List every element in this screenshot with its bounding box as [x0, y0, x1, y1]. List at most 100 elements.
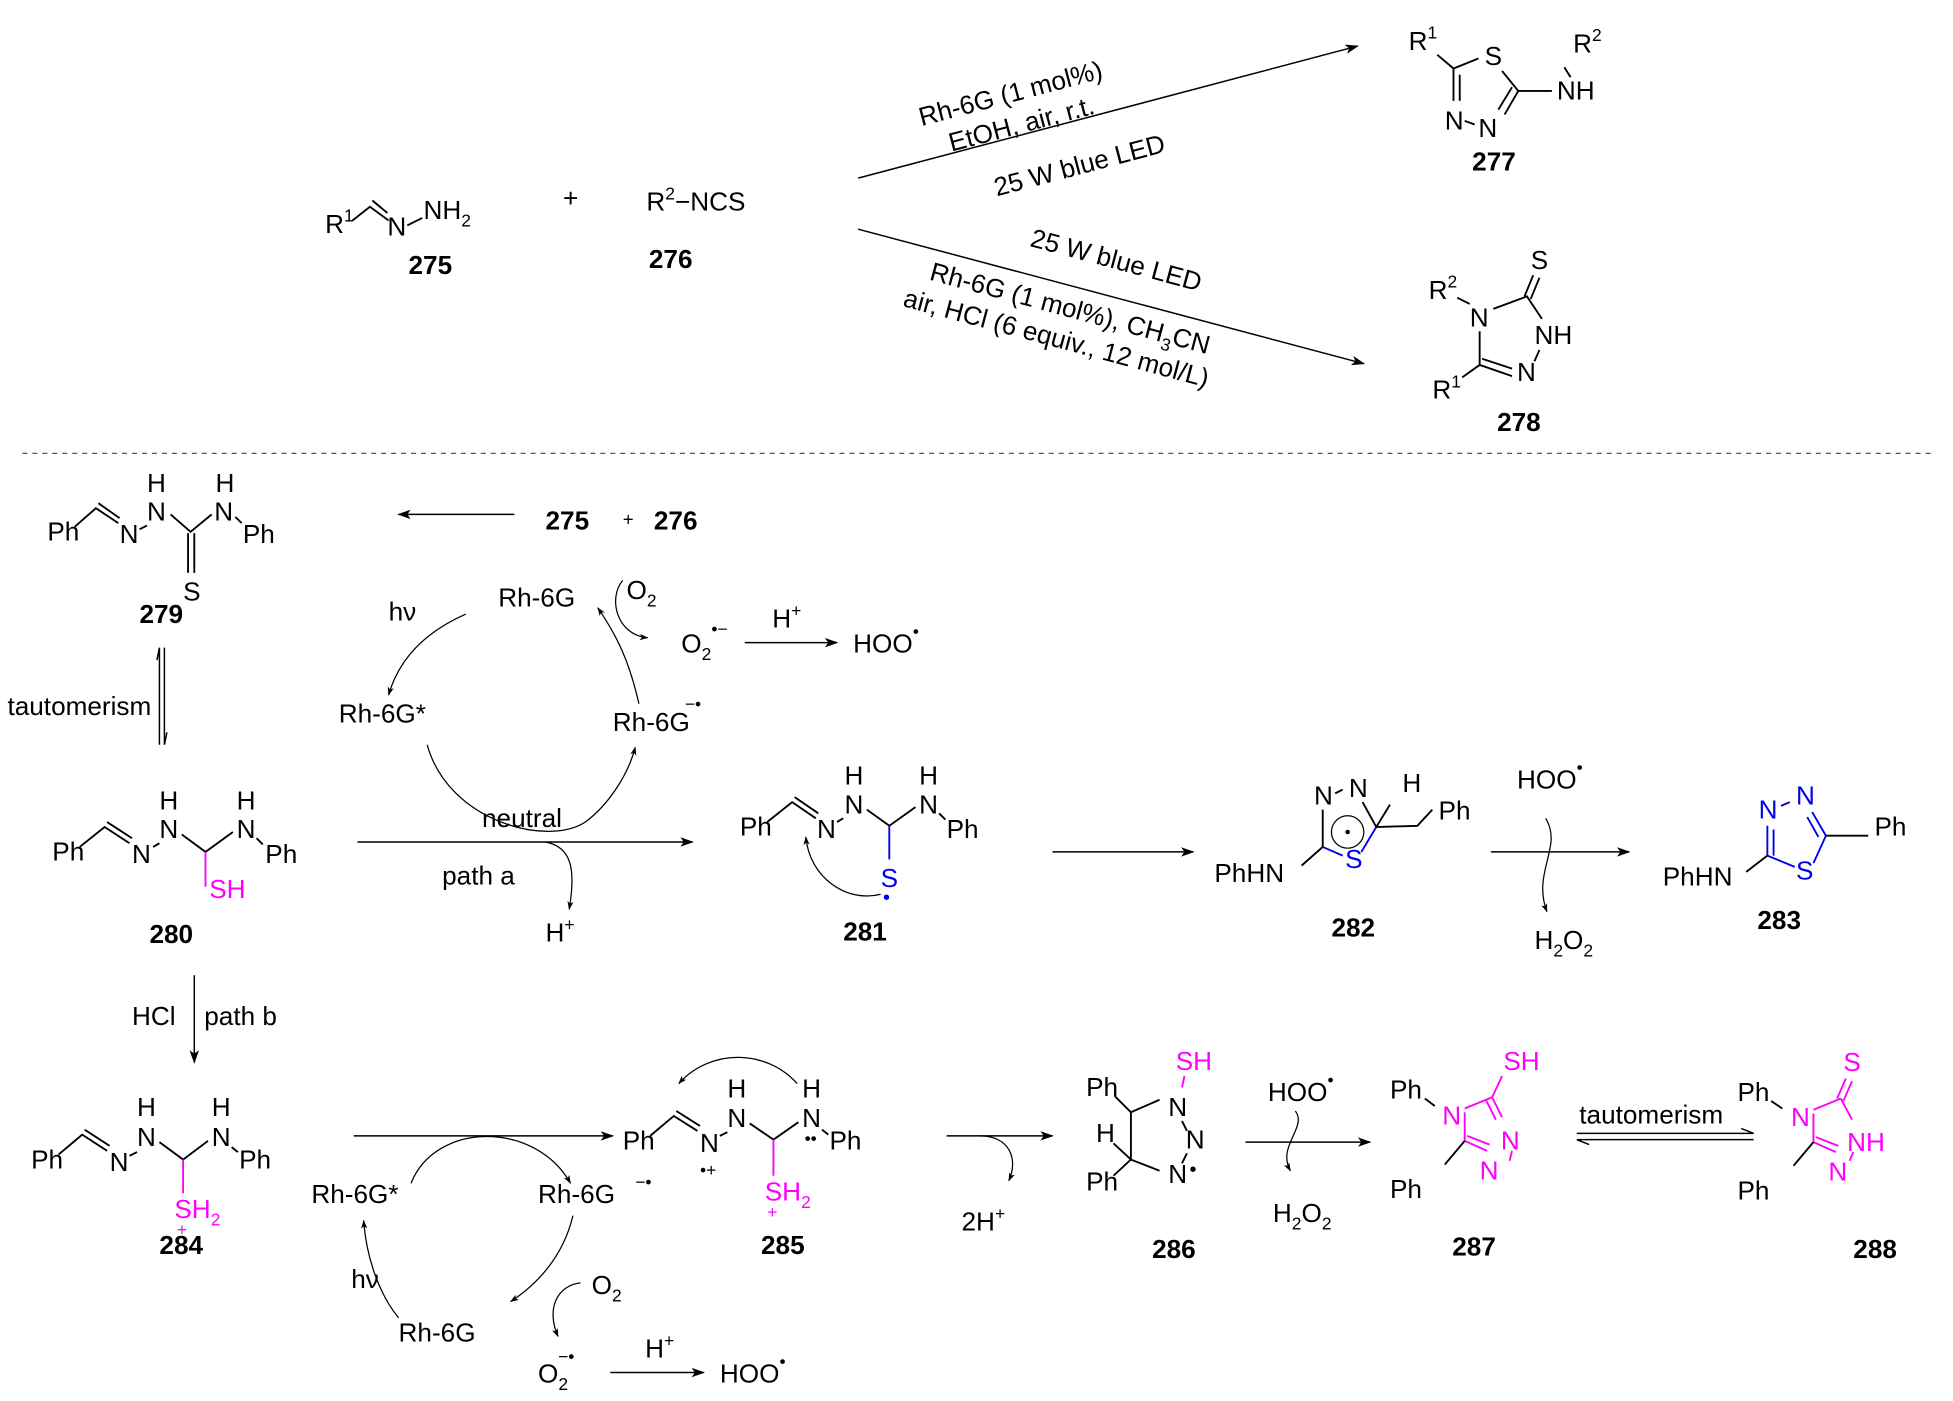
svg-text:S: S — [1345, 844, 1362, 874]
reaction-arrow-to-278 — [857, 228, 1366, 366]
svg-text:N: N — [1168, 1092, 1187, 1122]
svg-text:N: N — [1314, 781, 1333, 811]
compound-label-280: 280 — [149, 919, 193, 949]
svg-text:N: N — [1470, 302, 1489, 332]
h2o2-2: H2O2 — [1273, 1198, 1332, 1233]
svg-text:HOO•: HOO• — [853, 622, 919, 659]
svg-text:N: N — [844, 789, 863, 819]
path-b-label: path b — [204, 1001, 277, 1031]
svg-text:Ph: Ph — [830, 1126, 862, 1156]
svg-text:N: N — [727, 1103, 746, 1133]
svg-text:N: N — [817, 814, 836, 844]
svg-text:NH: NH — [1534, 320, 1572, 350]
conditions-278: 25 W blue LED Rh-6G (1 mol%), CH3CN air,… — [901, 223, 1214, 394]
svg-text:N: N — [1186, 1124, 1205, 1154]
svg-text:Ph: Ph — [1390, 1174, 1422, 1204]
svg-text:N: N — [110, 1147, 129, 1177]
svg-text:−•: −• — [635, 1172, 651, 1192]
svg-text:N: N — [147, 497, 166, 527]
svg-text:H: H — [1402, 768, 1421, 798]
svg-text:Rh-6G−•: Rh-6G−• — [613, 694, 701, 737]
svg-text:N: N — [1501, 1126, 1520, 1156]
svg-text:PhHN: PhHN — [1663, 862, 1733, 892]
svg-text:N: N — [237, 814, 256, 844]
svg-text:Rh-6G: Rh-6G — [498, 583, 575, 613]
compound-label-275: 275 — [409, 250, 453, 280]
svg-text:H: H — [802, 1073, 821, 1103]
svg-text:H: H — [147, 468, 166, 498]
start-275: 275 — [546, 505, 590, 535]
svg-text:N: N — [1828, 1157, 1847, 1187]
start-plus: + — [623, 509, 634, 530]
svg-text:R1: R1 — [325, 206, 354, 239]
compound-283: N N Ph S PhHN 283 — [1663, 781, 1907, 936]
reactant-275: R1 N NH2 275 — [325, 195, 471, 280]
svg-text:Ph: Ph — [1737, 1077, 1769, 1107]
svg-text:SH: SH — [209, 874, 245, 904]
svg-text:PhHN: PhHN — [1214, 858, 1284, 888]
compound-282: N N H Ph S PhHN 282 — [1214, 768, 1470, 942]
compound-label-283: 283 — [1757, 905, 1801, 935]
svg-text:R2−NCS: R2−NCS — [646, 183, 745, 216]
svg-text:hν: hν — [389, 596, 417, 626]
compound-label-287: 287 — [1452, 1231, 1496, 1261]
svg-text:O2•−: O2•− — [681, 619, 727, 664]
start-276: 276 — [654, 505, 698, 535]
svg-text:H+: H+ — [645, 1330, 674, 1363]
equilibrium-arrow-279-280 — [156, 647, 168, 745]
compound-286: SH Ph N N N • H Ph 286 — [1086, 1046, 1212, 1264]
svg-text:••: •• — [805, 1129, 817, 1149]
svg-text:Rh-6G: Rh-6G — [538, 1179, 615, 1209]
svg-text:HOO•: HOO• — [720, 1352, 786, 1389]
neutral-label: neutral — [482, 803, 562, 833]
svg-text:25 W blue LED: 25 W blue LED — [1028, 223, 1206, 297]
conditions-277: Rh-6G (1 mol%) EtOH, air, r.t. 25 W blue… — [915, 55, 1168, 203]
svg-text:Rh-6G: Rh-6G — [399, 1317, 476, 1347]
tautomerism-label-left: tautomerism — [7, 691, 151, 721]
product-277: R1 S N N NH R2 277 — [1409, 23, 1602, 177]
h2o2-1: H2O2 — [1534, 925, 1593, 960]
hcl-label: HCl — [132, 1001, 176, 1031]
compound-280: Ph N N H N H Ph SH 280 — [52, 786, 297, 949]
svg-text:N: N — [159, 814, 178, 844]
svg-text:SH: SH — [1176, 1046, 1212, 1076]
compound-label-282: 282 — [1331, 913, 1375, 943]
compound-label-278: 278 — [1497, 407, 1541, 437]
svg-text:N: N — [802, 1103, 821, 1133]
svg-text:S: S — [881, 863, 898, 893]
svg-text:Ph: Ph — [740, 812, 772, 842]
svg-text:N: N — [132, 839, 151, 869]
svg-text:N: N — [1480, 1155, 1499, 1185]
svg-text:NH2: NH2 — [423, 195, 470, 230]
svg-text:•: • — [1189, 1159, 1196, 1181]
reactant-276: R2−NCS 276 — [646, 183, 745, 274]
svg-text:Rh-6G*: Rh-6G* — [311, 1179, 398, 1209]
svg-text:O2: O2 — [626, 575, 656, 610]
photocatalytic-cycle-b: Rh-6G* Rh-6G −• O2 Rh-6G hν O2−• H+ HOO• — [311, 1135, 786, 1394]
svg-text:N: N — [212, 1122, 231, 1152]
svg-text:N: N — [1517, 357, 1536, 387]
plus-sign: + — [563, 183, 578, 213]
svg-text:N: N — [1791, 1102, 1810, 1132]
svg-text:R2: R2 — [1573, 25, 1602, 58]
svg-text:H: H — [727, 1073, 746, 1103]
reaction-arrow-to-277 — [857, 44, 1359, 179]
hoo-radical-1: HOO• — [1517, 757, 1583, 794]
svg-text:S: S — [1531, 245, 1548, 275]
svg-text:N: N — [387, 211, 406, 241]
svg-text:Ph: Ph — [1390, 1075, 1422, 1105]
compound-287: SH Ph N N N Ph 287 — [1390, 1046, 1540, 1262]
svg-text:SH: SH — [1503, 1046, 1539, 1076]
svg-text:N: N — [1478, 113, 1497, 143]
compound-281: Ph N N H N H Ph S • 281 — [740, 761, 979, 947]
svg-text:+: + — [767, 1202, 777, 1222]
svg-text:N: N — [214, 497, 233, 527]
svg-text:Ph: Ph — [239, 1144, 271, 1174]
compound-label-284: 284 — [159, 1230, 203, 1260]
compound-label-277: 277 — [1472, 147, 1516, 177]
svg-text:Ph: Ph — [1086, 1167, 1118, 1197]
compound-285: Ph N •+ N H N H •• Ph SH2 + 285 — [623, 1056, 862, 1260]
svg-text:S: S — [1843, 1047, 1860, 1077]
svg-text:S: S — [1796, 855, 1813, 885]
